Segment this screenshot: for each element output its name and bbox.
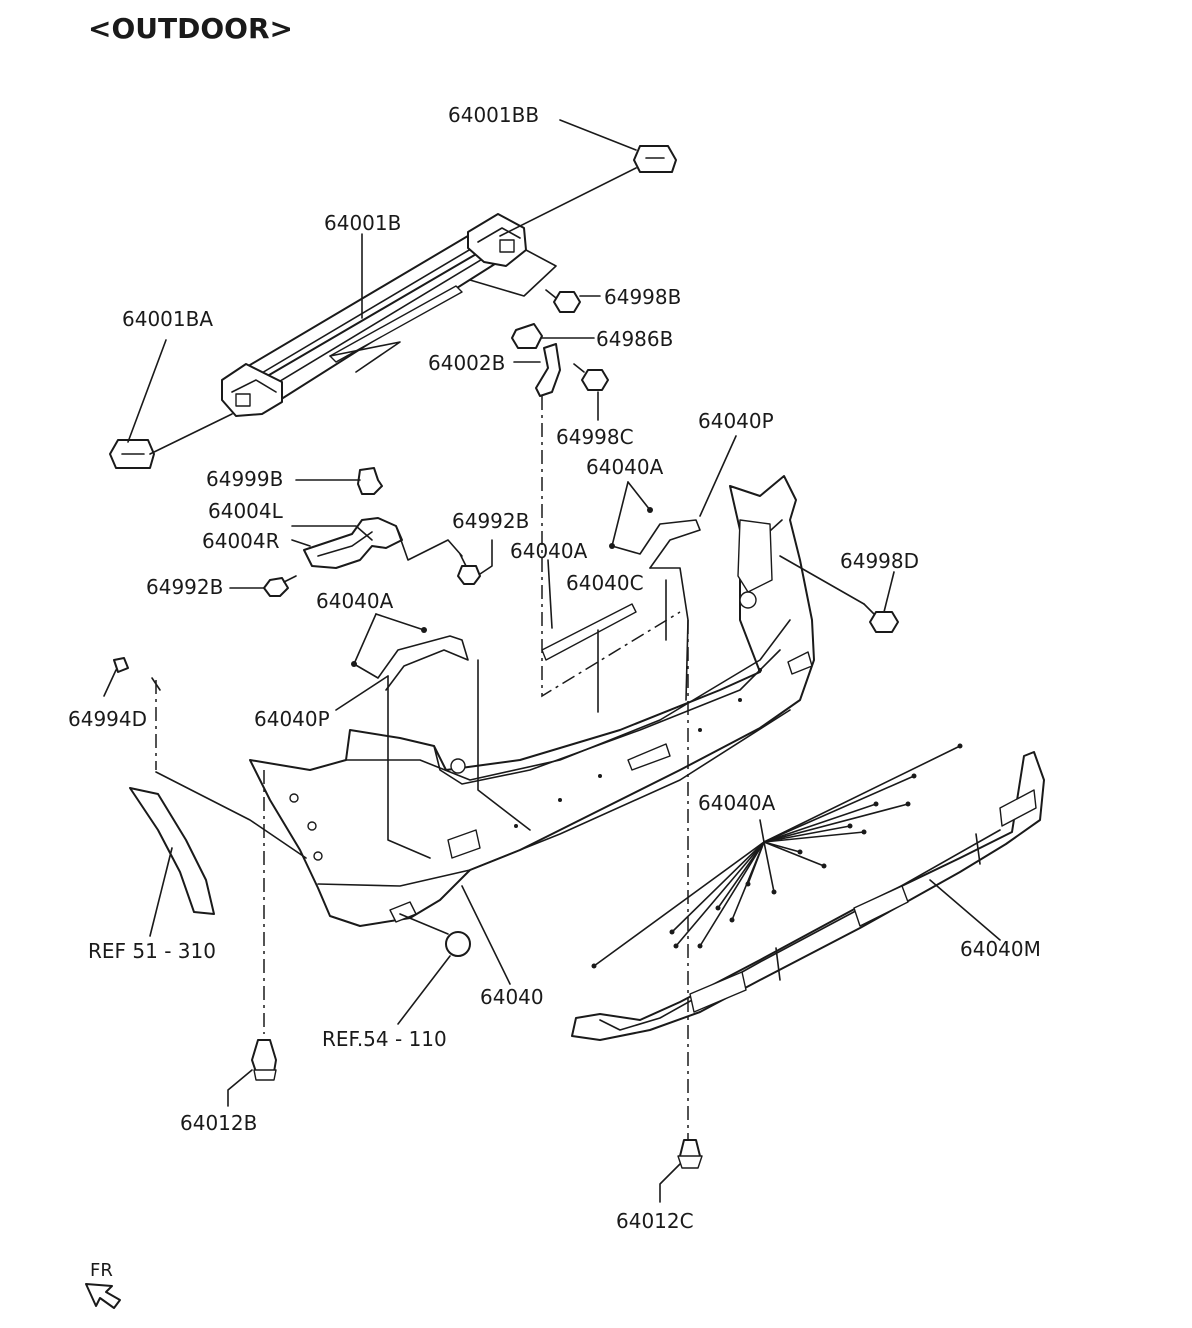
bolt-64998C [573,363,609,421]
garnish-ref51-310 [129,771,307,937]
pad-64001BA [109,439,155,469]
clip-64999B [295,467,383,495]
label-64040A-low: 64040A [698,791,776,815]
bolt-64998B [545,289,601,313]
label-ref51-310: REF 51 - 310 [88,939,216,963]
clip-64012B [227,1039,277,1107]
label-64040A-left: 64040A [316,589,394,613]
label-64004L: 64004L [208,499,284,523]
label-64040P-top: 64040P [698,409,774,433]
label-64999B: 64999B [206,467,283,491]
bumper-cover-64040 [249,475,815,927]
wiring-64040A-left [335,613,531,859]
screw-64992B-right [457,539,493,585]
rear-beam-64001B [221,213,527,417]
wiring-64040C [541,559,637,713]
label-64992B-left: 64992B [146,575,223,599]
label-64040: 64040 [480,985,544,1009]
label-64994D: 64994D [68,707,147,731]
label-64004R: 64004R [202,529,280,553]
label-64998D: 64998D [840,549,919,573]
wiring-64040A-upper [609,435,737,701]
label-64998B: 64998B [604,285,681,309]
label-64040C: 64040C [566,571,644,595]
fr-label: FR [90,1260,113,1281]
label-64986B: 64986B [596,327,673,351]
clip-64012C [659,1139,703,1203]
label-64001BB: 64001BB [448,103,539,127]
label-64040A-mid: 64040A [510,539,588,563]
label-64040M: 64040M [960,937,1041,961]
clip-64994D [103,657,161,697]
label-64040A-top: 64040A [586,455,664,479]
label-64040P-left: 64040P [254,707,330,731]
label-ref54-110: REF.54 - 110 [322,1027,447,1051]
label-64001B: 64001B [324,211,401,235]
diagram-title: <OUTDOOR> [88,12,293,45]
collar-64986B [511,323,595,349]
pad-64001BB [633,145,677,173]
front-direction-arrow: FR [85,1260,121,1309]
lower-diffuser-64040M [571,751,1045,1041]
bracket-64004L-R [291,517,463,569]
bracket-64002B [513,343,561,397]
label-64992B-right: 64992B [452,509,529,533]
cap-ref54-110 [397,913,471,1025]
label-64001BA: 64001BA [122,307,213,331]
label-64012C: 64012C [616,1209,694,1233]
label-64998C: 64998C [556,425,634,449]
bolt-64998D [779,555,899,633]
label-64002B: 64002B [428,351,505,375]
screw-64992B-left [229,575,297,597]
label-64012B: 64012B [180,1111,257,1135]
